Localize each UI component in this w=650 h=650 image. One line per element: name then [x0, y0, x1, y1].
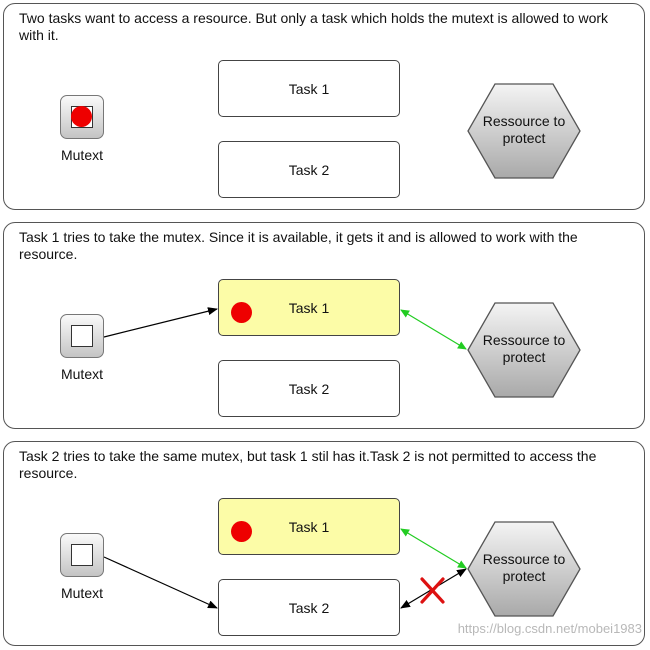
- hexagon-icon: [467, 302, 581, 398]
- resource-hexagon: Ressource to protect: [466, 83, 582, 179]
- task-2-box: Task 2: [218, 579, 400, 636]
- mutex-token-icon: [231, 302, 252, 323]
- access-granted-arrow: [400, 528, 467, 569]
- resource-label: Ressource to protect: [482, 113, 566, 146]
- access-granted-arrow: [400, 309, 467, 350]
- task-1-label: Task 1: [288, 518, 330, 535]
- watermark: https://blog.csdn.net/mobei1983: [457, 621, 642, 636]
- panel-1-description: Two tasks want to access a resource. But…: [19, 10, 609, 43]
- resource-hexagon: Ressource to protect: [466, 302, 582, 398]
- mutex-token-icon: [231, 521, 252, 542]
- task-2-label: Task 2: [288, 380, 330, 397]
- panel-2: Task 1 tries to take the mutex. Since it…: [3, 222, 645, 429]
- hexagon-icon: [467, 83, 581, 179]
- task-2-box: Task 2: [218, 141, 400, 198]
- task-1-label: Task 1: [288, 80, 330, 97]
- task-1-box: Task 1: [218, 279, 400, 336]
- panel-3: Task 2 tries to take the same mutex, but…: [3, 441, 645, 646]
- task-2-label: Task 2: [288, 599, 330, 616]
- mutex-label: Mutext: [60, 585, 103, 601]
- resource-hexagon: Ressource to protect: [466, 521, 582, 617]
- mutex-label: Mutext: [60, 147, 103, 163]
- resource-label: Ressource to protect: [482, 551, 566, 584]
- request-mutex-arrow: [103, 556, 218, 609]
- mutex-slot: [71, 544, 93, 566]
- mutex-label: Mutext: [60, 366, 103, 382]
- panel-3-connectors: [103, 528, 467, 609]
- task-1-label: Task 1: [288, 299, 330, 316]
- mutex-icon: [60, 533, 104, 577]
- task-1-box: Task 1: [218, 498, 400, 555]
- mutex-slot: [71, 325, 93, 347]
- task-2-label: Task 2: [288, 161, 330, 178]
- resource-label: Ressource to protect: [482, 332, 566, 365]
- hexagon-icon: [467, 521, 581, 617]
- mutex-icon: [60, 95, 104, 139]
- panel-2-connectors: [103, 307, 467, 350]
- mutex-icon: [60, 314, 104, 358]
- panel-3-description: Task 2 tries to take the same mutex, but…: [19, 448, 597, 481]
- panel-1: Two tasks want to access a resource. But…: [3, 3, 645, 210]
- denied-cross-icon: [420, 577, 445, 604]
- task-1-box: Task 1: [218, 60, 400, 117]
- mutex-token-icon: [71, 106, 92, 127]
- take-mutex-arrow: [103, 307, 218, 338]
- panel-2-description: Task 1 tries to take the mutex. Since it…: [19, 229, 578, 262]
- task-2-box: Task 2: [218, 360, 400, 417]
